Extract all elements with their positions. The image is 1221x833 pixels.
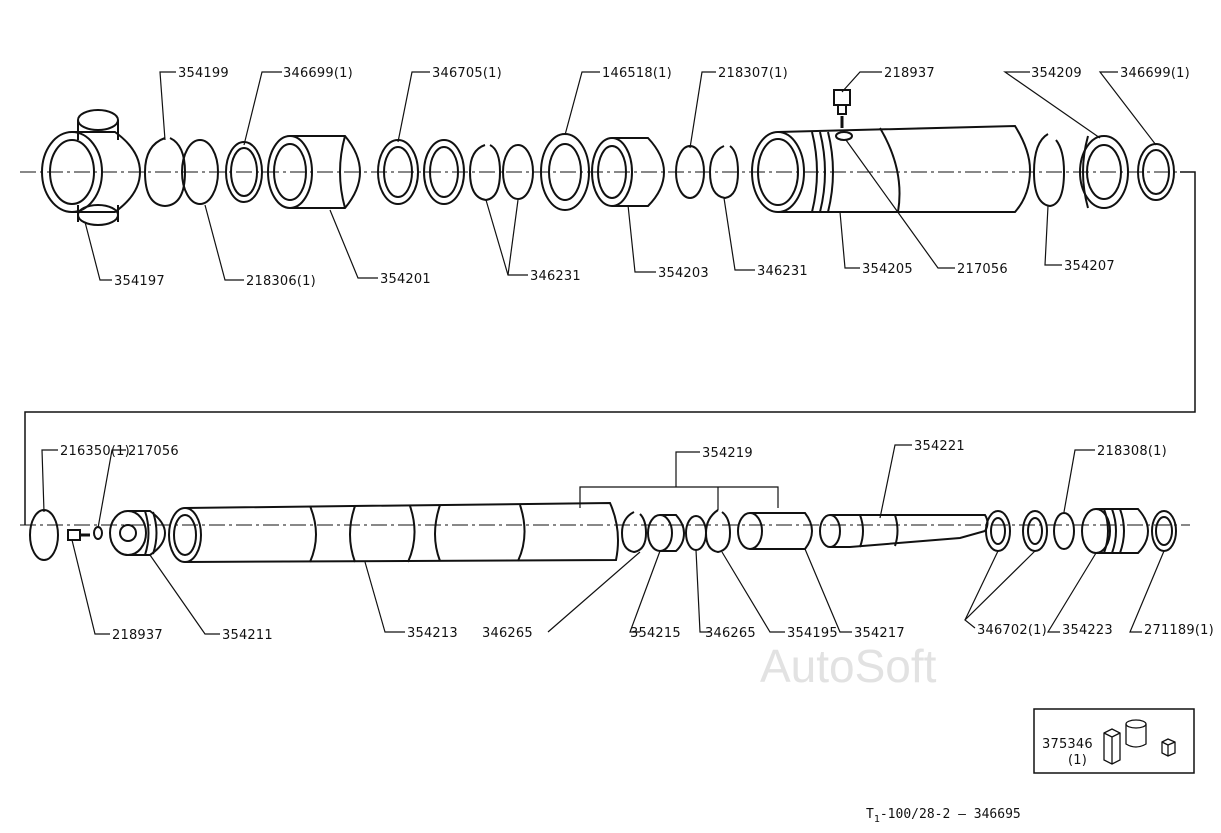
label-346699: 346699(1) [283,66,353,81]
label-354209: 354209 [1031,66,1082,81]
part-218308-o-ring [1053,512,1075,550]
label-346705: 346705(1) [432,66,502,81]
label-354195: 354195 [787,626,838,641]
leader-lines [41,71,1165,635]
part-354197-cross-body [41,109,142,226]
label-346699-right: 346699(1) [1120,66,1190,81]
top-labels: 354199 346699(1) 346705(1) 146518(1) 218… [114,66,1190,289]
label-354219: 354219 [702,446,753,461]
kit-qty: (1) [1068,753,1087,768]
footer-prefix: T [866,807,874,822]
part-346265-snap-ring [620,511,648,554]
label-217056-b: 217056 [128,444,179,459]
label-218308: 218308(1) [1097,444,1167,459]
label-271189: 271189(1) [1144,623,1214,638]
part-354201-bushing [267,135,362,209]
label-354205: 354205 [862,262,913,277]
part-354195-snap-ring [704,509,732,554]
kit-box: 375346 (1) [1033,708,1195,774]
part-346702-seal-b [1022,510,1048,552]
label-217056: 217056 [957,262,1008,277]
part-271189-seal [1151,510,1177,552]
label-218306: 218306(1) [246,274,316,289]
part-346699-seal [225,141,263,203]
part-seal-ring [423,139,465,205]
label-354221: 354221 [914,439,965,454]
part-218306-o-ring [181,139,219,205]
part-354215-bushing [647,514,686,552]
kit-part-cylinder-icon [1125,719,1147,748]
label-354201: 354201 [380,272,431,287]
kit-number: 375346 [1042,737,1093,752]
part-354205-barrel [751,124,1032,213]
part-346702-seal-a [985,510,1011,552]
label-346265-b: 346265 [705,626,756,641]
part-217056-washer-b [93,526,103,540]
part-218937-grease-nipple-b [67,529,90,541]
part-346231-snap-ring-c [708,145,740,200]
label-354215: 354215 [630,626,681,641]
watermark: AutoSoft [760,640,937,692]
part-354223-gland [1081,508,1150,554]
part-346699-seal-right [1137,143,1175,201]
label-354207: 354207 [1064,259,1115,274]
label-354223: 354223 [1062,623,1113,638]
kit-part-cube-icon [1161,738,1176,757]
part-354211-end-cap [109,510,167,556]
part-217056-washer [835,131,853,141]
label-354211: 354211 [222,628,273,643]
label-354213: 354213 [407,626,458,641]
label-354197: 354197 [114,274,165,289]
label-216350: 216350(1) [60,444,130,459]
label-354217: 354217 [854,626,905,641]
footer-suffix: -100/28-2 — 346695 [880,807,1021,822]
label-218307: 218307(1) [718,66,788,81]
footer-reference: T1-100/28-2 — 346695 [866,807,1021,825]
part-218937-grease-nipple [833,89,851,128]
part-354221-piston-rod [819,514,989,548]
part-216350-o-ring [29,509,59,561]
label-346231-b: 346231 [757,264,808,279]
label-346231-a: 346231 [530,269,581,284]
label-354199: 354199 [178,66,229,81]
label-346265-a: 346265 [482,626,533,641]
row-connector-line [24,171,1196,525]
part-354209-bushing [1079,135,1129,209]
part-354207-snap-ring [1032,133,1066,208]
label-146518: 146518(1) [602,66,672,81]
svg-text:T1-100/28-2 — 346695: T1-100/28-2 — 346695 [866,807,1021,825]
part-354203-bushing [591,137,666,207]
label-354203: 354203 [658,266,709,281]
label-218937-b: 218937 [112,628,163,643]
footer-subscript: 1 [874,814,880,825]
bottom-labels: 216350(1) 217056 354219 354221 218308(1)… [60,439,1214,643]
label-346702: 346702(1) [977,623,1047,638]
part-354217-sleeve [737,512,814,550]
part-354213-long-tube [168,501,619,563]
kit-part-block-icon [1103,728,1121,765]
part-346231-snap-ring-b [502,144,534,200]
part-346265-snap-ring-b [685,515,707,551]
label-218937: 218937 [884,66,935,81]
